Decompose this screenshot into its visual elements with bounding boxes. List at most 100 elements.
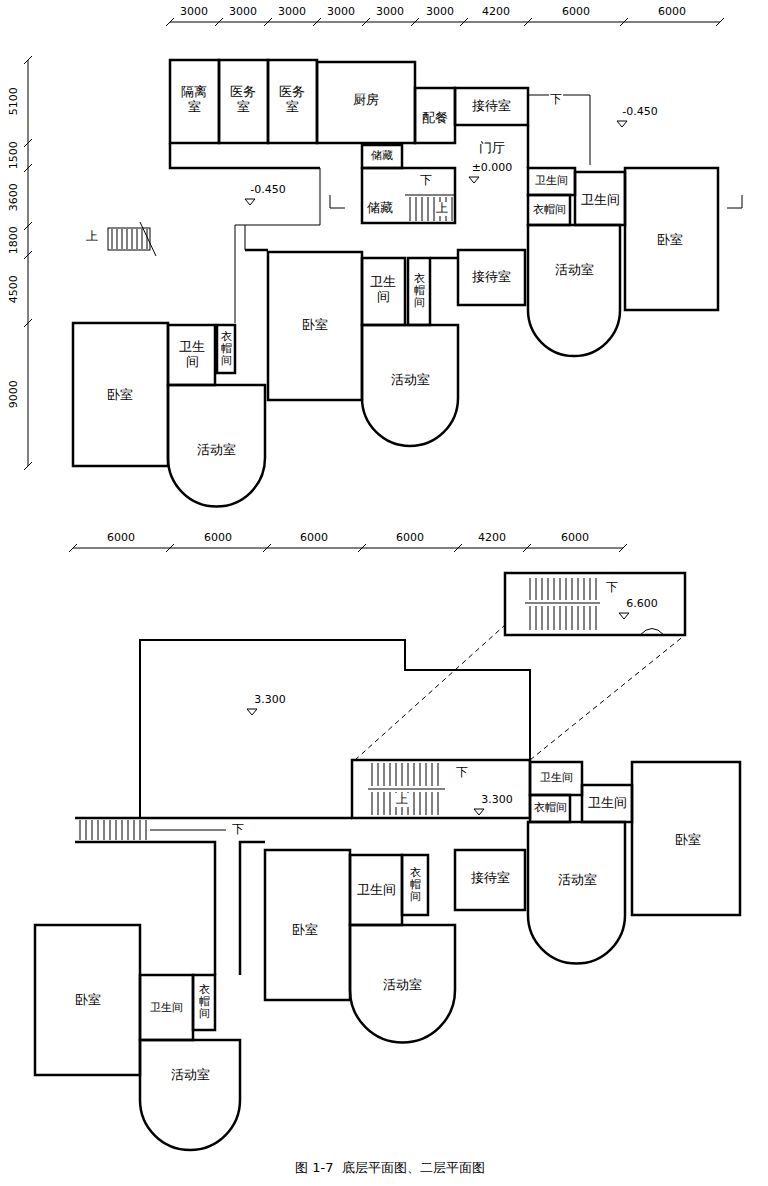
room-name: 活动室 xyxy=(382,978,423,993)
wall xyxy=(35,925,140,1075)
room-name: 衣帽间 xyxy=(532,204,567,217)
dimension-label: 4500 xyxy=(8,274,21,304)
wall xyxy=(140,640,530,818)
room-name: 卫生间 xyxy=(580,193,621,208)
wall xyxy=(527,125,530,168)
wall xyxy=(268,60,317,143)
stair-direction: 下 xyxy=(419,174,433,188)
room-name: 接待室 xyxy=(471,270,512,285)
stair-direction: 下 xyxy=(231,823,245,837)
room-name: 厨房 xyxy=(352,93,380,108)
wall xyxy=(140,975,193,1040)
room-name: 卫生 间 xyxy=(368,275,399,305)
stair-symbol xyxy=(368,763,445,789)
room-name: 卧室 xyxy=(674,833,702,848)
wall xyxy=(193,975,215,1030)
wall xyxy=(505,573,685,635)
projection-line xyxy=(355,625,685,760)
room-name: 卫生 间 xyxy=(177,340,208,370)
room-name: 医务 室 xyxy=(277,85,308,115)
room-name: 卫生间 xyxy=(534,175,569,188)
wall xyxy=(528,822,625,963)
stair-direction: 上 xyxy=(85,230,99,244)
terrace-outline xyxy=(245,225,246,250)
stair-symbol xyxy=(405,195,455,221)
wall xyxy=(625,168,718,310)
level-mark: -0.450 xyxy=(249,184,286,197)
wall xyxy=(362,325,458,446)
wall xyxy=(455,88,528,125)
dimension-line xyxy=(166,18,724,26)
stair-symbol xyxy=(525,578,600,603)
dimension-label: 4200 xyxy=(477,532,507,545)
room-name: 活动室 xyxy=(170,1068,211,1083)
terrace-outline xyxy=(727,195,742,208)
dimension-label: 9000 xyxy=(8,379,21,409)
wall xyxy=(170,143,320,168)
wall xyxy=(430,257,458,260)
stair-symbol xyxy=(640,629,664,636)
wall xyxy=(350,855,402,925)
wall xyxy=(402,855,428,915)
level-mark: ±0.000 xyxy=(471,162,514,175)
room-name: 卫生间 xyxy=(356,883,397,898)
stair-direction: 下 xyxy=(549,93,563,107)
terrace-outline xyxy=(235,95,742,323)
figure-caption: 图 1-7 底层平面图、二层平面图 xyxy=(295,1159,485,1177)
wall xyxy=(350,925,455,1043)
wall xyxy=(168,325,215,385)
room-name: 隔离 室 xyxy=(179,85,210,115)
wall xyxy=(75,842,215,975)
room-name: 接待室 xyxy=(471,99,512,114)
wall xyxy=(219,60,268,143)
dimension-line xyxy=(24,18,724,552)
room-name: 卫生间 xyxy=(539,772,574,785)
room-name: 配餐 xyxy=(421,111,449,126)
stair-symbol xyxy=(80,820,146,840)
stair-symbol xyxy=(112,229,147,249)
wall xyxy=(362,258,405,325)
wall xyxy=(362,145,402,168)
level-mark: -0.450 xyxy=(621,106,658,119)
wall xyxy=(408,258,430,325)
wall xyxy=(528,195,570,225)
dimension-label: 3000 xyxy=(326,6,356,19)
stair-symbol xyxy=(150,830,226,831)
wall xyxy=(265,850,350,1000)
dimension-label: 4200 xyxy=(481,6,511,19)
dimension-label: 6000 xyxy=(299,532,329,545)
wall xyxy=(458,250,525,305)
projection-line xyxy=(355,625,685,760)
room-name: 接待室 xyxy=(470,871,511,886)
room-name: 衣帽间 xyxy=(533,802,568,815)
level-symbol xyxy=(245,121,629,815)
room-name: 卫生间 xyxy=(587,796,628,811)
dimension-label: 3000 xyxy=(179,6,209,19)
room-name: 医务 室 xyxy=(228,85,259,115)
dimension-label: 3000 xyxy=(375,6,405,19)
terrace-outline xyxy=(330,195,345,208)
room-name: 门厅 xyxy=(478,141,506,156)
terrace-outline xyxy=(235,168,320,323)
wall xyxy=(170,60,219,143)
dimension-label: 6000 xyxy=(657,6,687,19)
dimension-label: 6000 xyxy=(395,532,425,545)
dimension-label: 3000 xyxy=(277,6,307,19)
dimension-label: 6000 xyxy=(560,532,590,545)
room-name: 卧室 xyxy=(301,318,329,333)
dimension-label: 5100 xyxy=(8,86,21,116)
dimension-label: 3000 xyxy=(425,6,455,19)
room-name: 活动室 xyxy=(196,443,237,458)
wall xyxy=(352,760,530,818)
stair-symbol xyxy=(530,606,596,630)
room-name: 衣帽间 xyxy=(221,331,232,367)
stair-direction: 下 xyxy=(605,581,619,595)
room-name: 活动室 xyxy=(554,263,595,278)
wall xyxy=(582,785,632,822)
wall xyxy=(168,385,265,506)
dimension-line xyxy=(69,544,627,552)
wall xyxy=(317,62,415,143)
level-mark: 3.300 xyxy=(480,794,514,807)
wall xyxy=(73,60,718,506)
